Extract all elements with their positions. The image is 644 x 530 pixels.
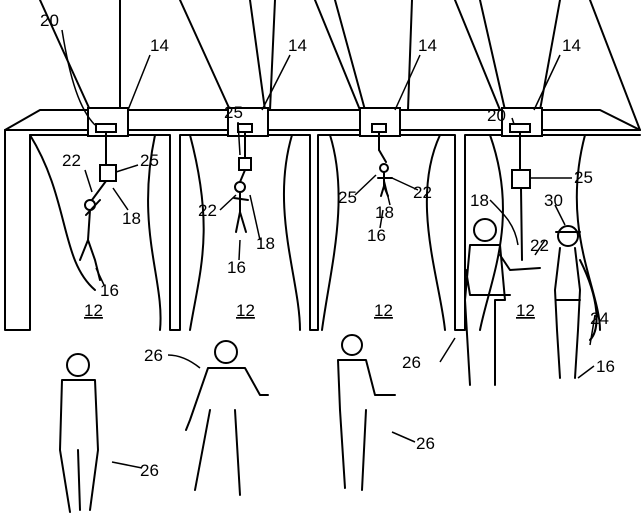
label-22: 22 <box>530 236 549 255</box>
leader-lines <box>61 29 596 469</box>
label-12: 12 <box>84 301 103 320</box>
label-18: 18 <box>375 203 394 222</box>
bystanders <box>59 334 396 513</box>
label-26: 26 <box>402 353 421 372</box>
vr-user <box>554 225 598 379</box>
ceiling-beams <box>39 0 641 131</box>
label-18: 18 <box>470 191 489 210</box>
label-26: 26 <box>416 434 435 453</box>
operator <box>464 218 541 386</box>
label-20: 20 <box>487 106 506 125</box>
label-16: 16 <box>596 357 615 376</box>
label-25: 25 <box>140 151 159 170</box>
label-25: 25 <box>574 168 593 187</box>
label-24: 24 <box>590 309 609 328</box>
label-12: 12 <box>516 301 535 320</box>
label-12: 12 <box>236 301 255 320</box>
label-16: 16 <box>100 281 119 300</box>
label-14: 14 <box>288 36 307 55</box>
tethers-and-units <box>91 131 531 261</box>
label-26: 26 <box>144 346 163 365</box>
label-14: 14 <box>562 36 581 55</box>
label-25: 25 <box>338 188 357 207</box>
label-14: 14 <box>418 36 437 55</box>
label-16: 16 <box>367 226 386 245</box>
label-12: 12 <box>374 301 393 320</box>
label-22: 22 <box>413 183 432 202</box>
label-22: 22 <box>198 201 217 220</box>
label-18: 18 <box>122 209 141 228</box>
label-22: 22 <box>62 151 81 170</box>
label-26: 26 <box>140 461 159 480</box>
label-14: 14 <box>150 36 169 55</box>
label-18: 18 <box>256 234 275 253</box>
label-16: 16 <box>227 258 246 277</box>
label-20: 20 <box>40 11 59 30</box>
label-30: 30 <box>544 191 563 210</box>
label-25: 25 <box>224 103 243 122</box>
suspended-users <box>79 163 393 281</box>
